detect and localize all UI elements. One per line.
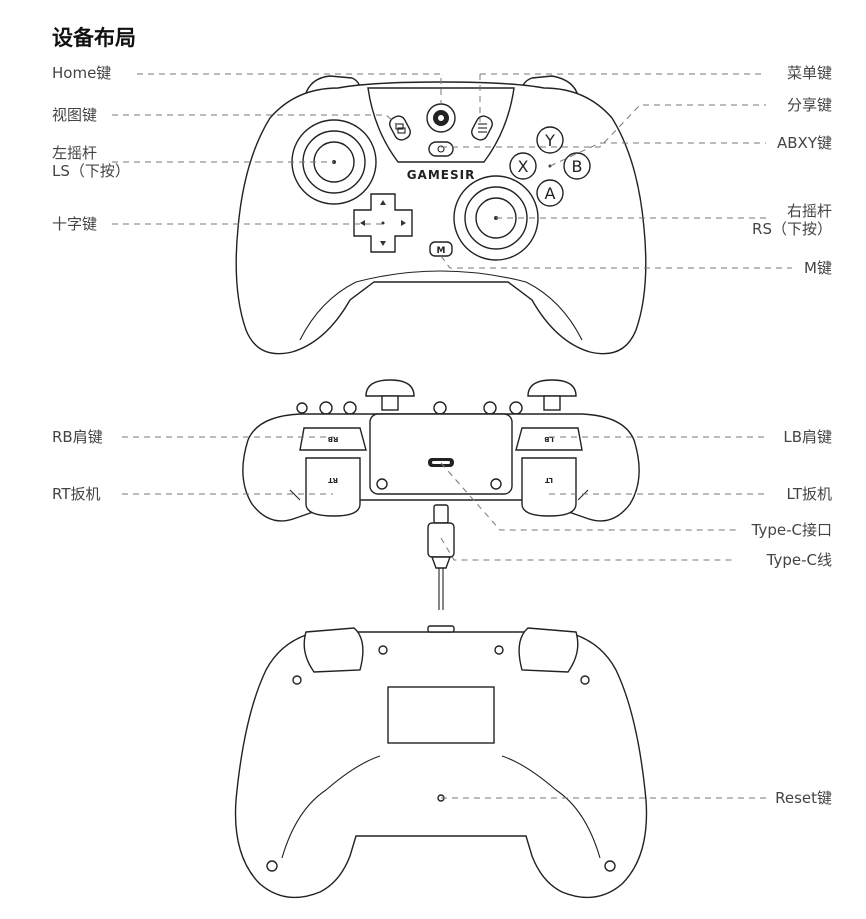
rt-trigger[interactable]: RT bbox=[305, 457, 361, 517]
label-left-stick-line2: LS（下按） bbox=[52, 162, 130, 180]
view-button[interactable] bbox=[387, 114, 412, 143]
dpad[interactable] bbox=[353, 193, 413, 253]
lt-trigger[interactable]: LT bbox=[521, 457, 577, 517]
label-right-stick: 右摇杆 RS（下按） bbox=[752, 202, 832, 238]
menu-button[interactable] bbox=[469, 114, 494, 143]
label-typec-port: Type-C接口 bbox=[751, 521, 832, 539]
brand-logo: GAMESIR bbox=[407, 168, 476, 182]
page-title: 设备布局 bbox=[52, 26, 136, 50]
y-button-glyph: Y bbox=[544, 131, 555, 150]
label-lt: LT扳机 bbox=[786, 485, 832, 503]
m-button-glyph: M bbox=[437, 246, 446, 256]
label-rt: RT扳机 bbox=[52, 485, 101, 503]
label-dpad: 十字键 bbox=[52, 215, 98, 233]
controller-top-view: RB LB RT LT bbox=[242, 379, 640, 522]
a-button[interactable]: A bbox=[536, 179, 564, 207]
typec-cable bbox=[427, 504, 455, 610]
rb-bumper-mark: RB bbox=[328, 435, 339, 443]
label-left-stick-line1: 左摇杆 bbox=[52, 144, 98, 162]
x-button[interactable]: X bbox=[509, 152, 537, 180]
label-rb: RB肩键 bbox=[52, 428, 103, 446]
label-m: M键 bbox=[804, 259, 832, 277]
m-button[interactable]: M bbox=[429, 241, 453, 257]
label-typec-cable: Type-C线 bbox=[766, 551, 832, 569]
share-button[interactable] bbox=[428, 141, 454, 157]
label-reset: Reset键 bbox=[775, 789, 832, 807]
label-menu: 菜单键 bbox=[786, 64, 832, 82]
x-button-glyph: X bbox=[518, 157, 529, 176]
label-plate bbox=[387, 686, 495, 744]
label-right-stick-line1: 右摇杆 bbox=[786, 202, 832, 220]
a-button-glyph: A bbox=[545, 184, 556, 203]
lb-bumper-mark: LB bbox=[544, 435, 554, 443]
lb-bumper[interactable]: LB bbox=[515, 427, 583, 451]
label-share: 分享键 bbox=[786, 96, 832, 114]
rb-bumper[interactable]: RB bbox=[299, 427, 367, 451]
label-lb: LB肩键 bbox=[783, 428, 832, 446]
b-button-glyph: B bbox=[572, 157, 583, 176]
typec-port bbox=[428, 458, 454, 467]
rt-trigger-mark: RT bbox=[328, 476, 338, 484]
controller-body-back bbox=[234, 631, 648, 899]
b-button[interactable]: B bbox=[563, 152, 591, 180]
controller-front-view: GAMESIR M bbox=[235, 75, 647, 355]
label-right-stick-line2: RS（下按） bbox=[752, 220, 832, 238]
label-view: 视图键 bbox=[52, 106, 98, 124]
leader-lines bbox=[112, 73, 792, 799]
home-button[interactable] bbox=[426, 103, 456, 133]
label-home: Home键 bbox=[52, 64, 112, 82]
controller-back-view bbox=[234, 625, 648, 899]
lt-trigger-mark: LT bbox=[545, 476, 553, 484]
y-button[interactable]: Y bbox=[536, 126, 564, 154]
label-abxy: ABXY键 bbox=[777, 134, 832, 152]
label-left-stick: 左摇杆 LS（下按） bbox=[52, 144, 130, 180]
